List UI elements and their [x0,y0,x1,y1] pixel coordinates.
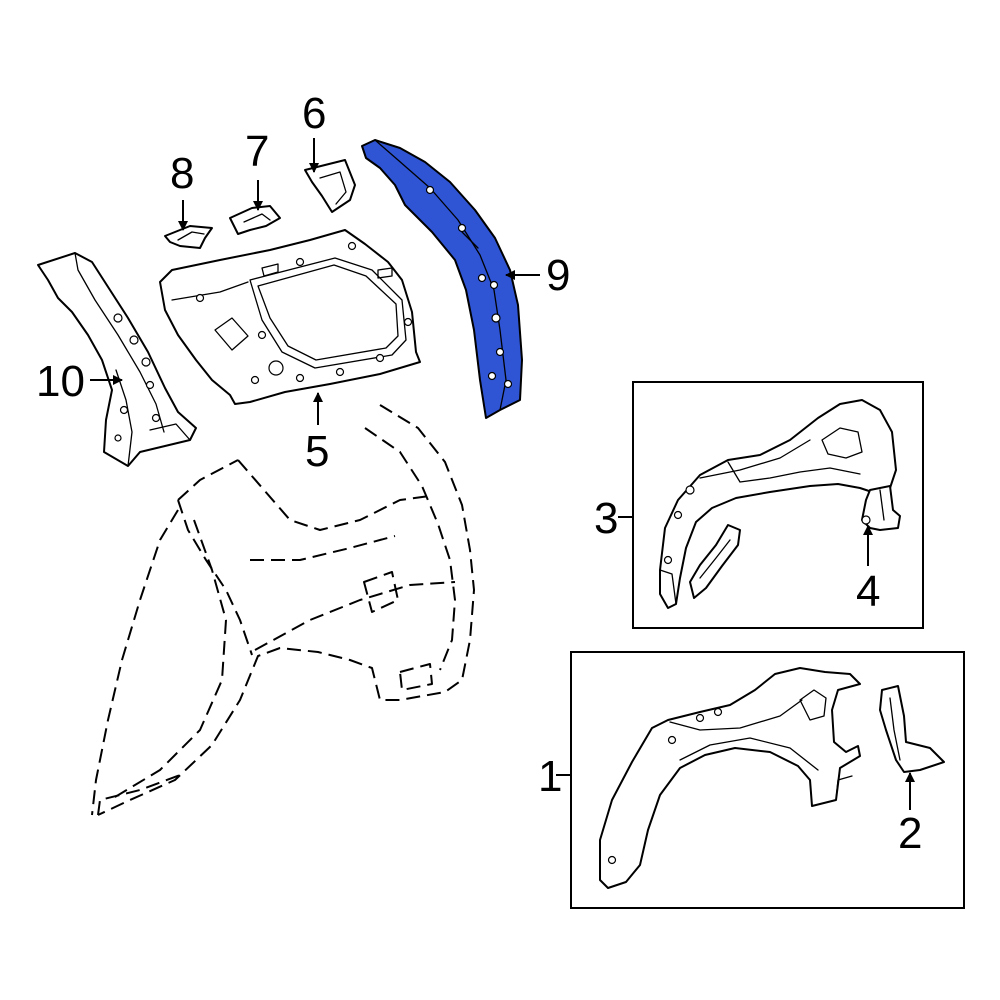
part-3-inner-strip[interactable] [689,524,741,599]
part-1-wheelhouse-inner[interactable] [599,667,861,889]
outer-quarter-panel-reference [91,404,475,816]
callout-label-8: 8 [170,149,194,198]
callout-label-1: 1 [538,752,562,801]
part-2-bracket[interactable] [879,685,945,773]
callout-label-3: 3 [594,494,618,543]
inset-box-upper [632,381,924,629]
part-8-bracket[interactable] [164,225,213,249]
callout-label-10: 10 [36,357,85,406]
callout-label-6: 6 [302,89,326,138]
callout-arrows [90,138,915,810]
part-7-bracket[interactable] [229,205,281,235]
part-10-pillar-reinforcement[interactable] [37,252,197,467]
callout-label-4: 4 [856,567,880,616]
part-5-inner-panel[interactable] [159,229,421,405]
callout-label-9: 9 [546,251,570,300]
callout-label-7: 7 [245,127,269,176]
part-6-bracket[interactable] [304,159,356,213]
callout-label-5: 5 [305,427,329,476]
callout-label-2: 2 [898,809,922,858]
part-9-highlighted-reinforcement[interactable] [361,139,523,419]
part-4-bracket[interactable] [861,485,901,531]
inset-box-lower [570,651,965,909]
